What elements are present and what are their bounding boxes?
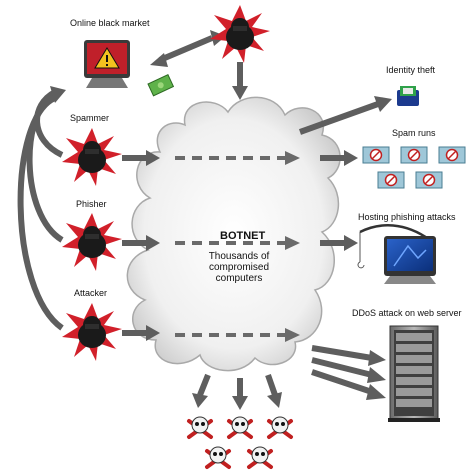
skull-crossbones-icon (267, 416, 293, 439)
server-rack-icon (388, 325, 440, 422)
skull-crossbones-icon (227, 416, 253, 439)
label-spam-runs: Spam runs (392, 128, 436, 138)
label-hosting-phishing: Hosting phishing attacks (358, 212, 456, 222)
fishing-rod-monitor-icon (357, 224, 436, 284)
spam-envelope-icon (400, 146, 428, 164)
flow-arrows (122, 35, 380, 398)
botnet-cloud (126, 96, 341, 372)
hacker-figure-icon (62, 128, 122, 186)
label-identity-theft: Identity theft (386, 65, 436, 75)
skull-crossbones-icon (247, 446, 273, 469)
spam-envelope-icon (415, 171, 443, 189)
botnet-subtitle: Thousands of compromised computers (208, 251, 270, 284)
hacker-figure-icon (62, 213, 122, 271)
hacker-figure-icon (62, 303, 122, 361)
spam-envelope-icon (377, 171, 405, 189)
label-spammer: Spammer (70, 113, 110, 123)
label-online-black-market: Online black market (70, 18, 150, 28)
hacker-figure-icon (210, 5, 270, 63)
money-bundle-icon (147, 74, 175, 97)
skull-crossbones-icon (205, 446, 231, 469)
spam-envelope-icon (362, 146, 390, 164)
botnet-title: BOTNET (220, 230, 266, 242)
botnet-dashed-arrows (175, 156, 285, 337)
return-arrow-head (50, 86, 66, 103)
return-arrows (17, 89, 64, 331)
dashed-arrow-heads (285, 151, 300, 342)
compromised-skulls (187, 416, 293, 469)
arrow-heads (146, 30, 392, 410)
spam-envelope-icon (438, 146, 466, 164)
warning-monitor-icon (84, 40, 130, 88)
label-ddos: DDoS attack on web server (352, 308, 462, 318)
wallet-cards-icon (397, 86, 419, 106)
spam-envelopes (362, 146, 466, 189)
label-attacker: Attacker (74, 288, 108, 298)
label-phisher: Phisher (76, 199, 107, 209)
skull-crossbones-icon (187, 416, 213, 439)
